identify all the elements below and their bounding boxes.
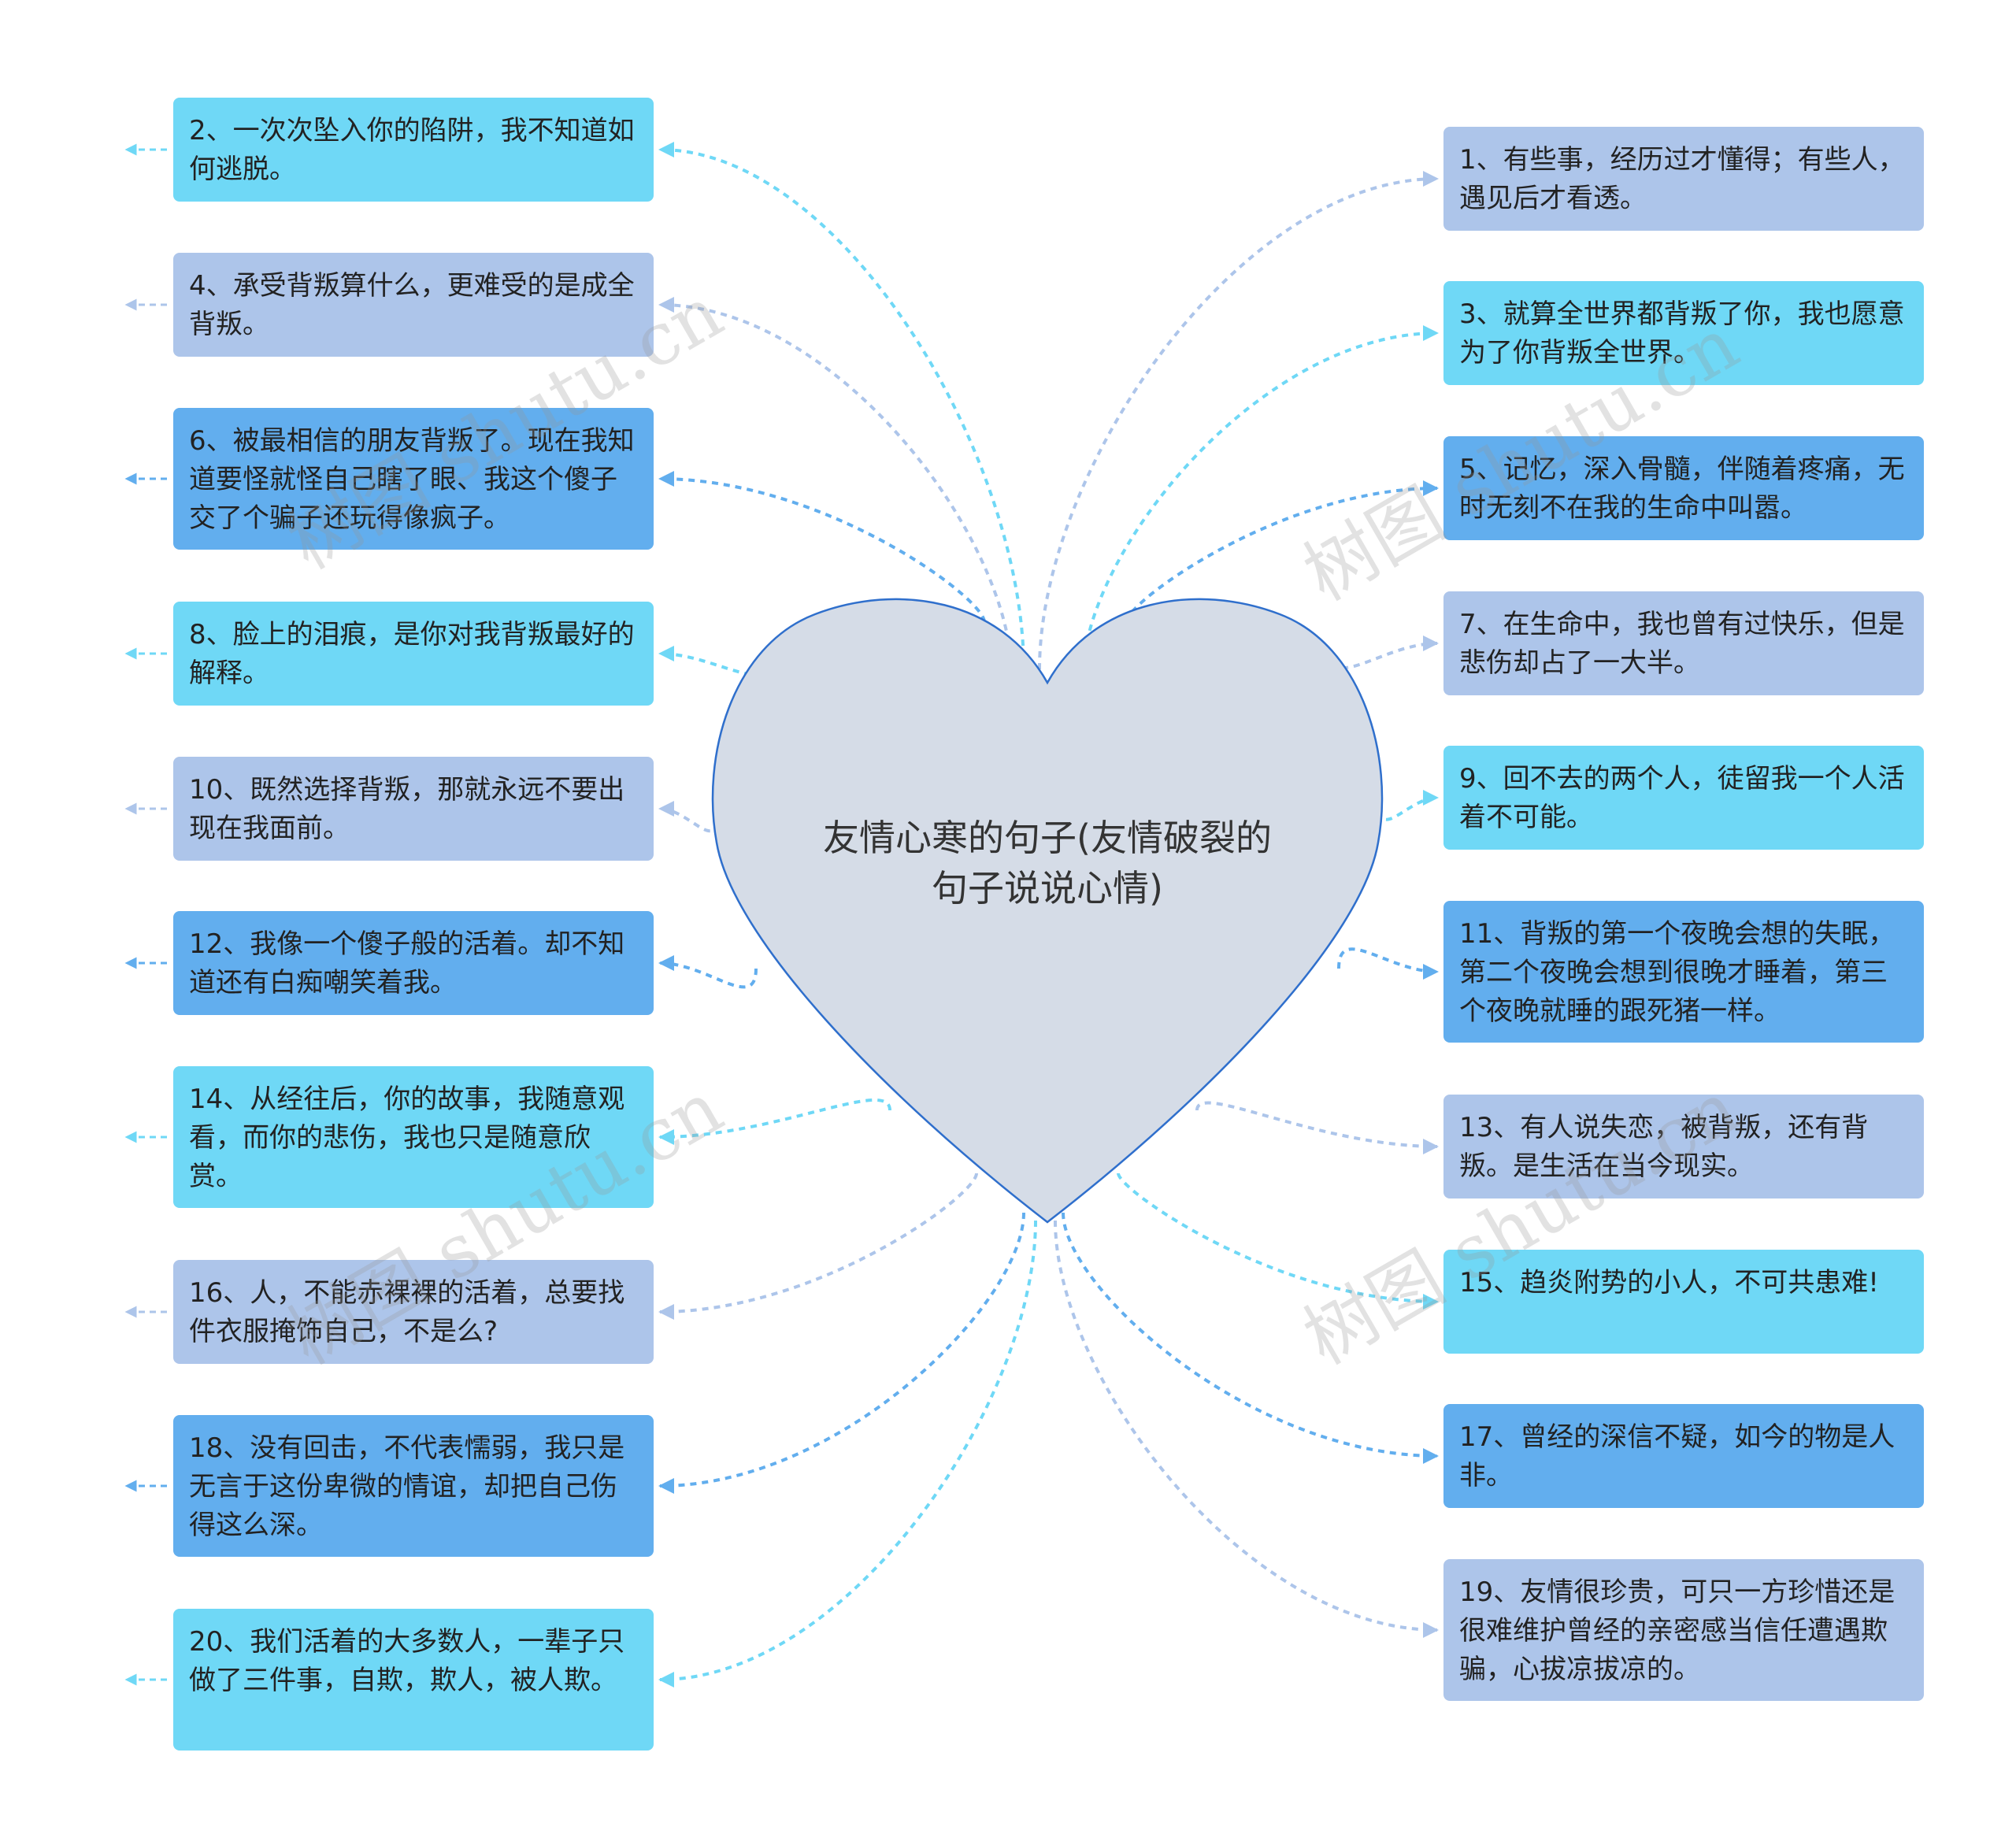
topic-node-text: 15、趋炎附势的小人，不可共患难! [1459, 1267, 1879, 1299]
topic-node-right-2[interactable]: 3、就算全世界都背叛了你，我也愿意为了你背叛全世界。 [1443, 281, 1924, 385]
topic-node-right-1[interactable]: 1、有些事，经历过才懂得；有些人，遇见后才看透。 [1443, 127, 1924, 231]
topic-node-right-5[interactable]: 9、回不去的两个人，徒留我一个人活着不可能。 [1443, 746, 1924, 850]
topic-node-right-4[interactable]: 7、在生命中，我也曾有过快乐，但是悲伤却占了一大半。 [1443, 591, 1924, 695]
topic-node-left-5[interactable]: 10、既然选择背叛，那就永远不要出现在我面前。 [173, 757, 654, 861]
topic-node-text: 16、人，不能赤裸裸的活着，总要找件衣服掩饰自己，不是么? [189, 1277, 625, 1347]
connector-right-4 [1329, 635, 1439, 669]
topic-node-right-7[interactable]: 13、有人说失恋，被背叛，还有背叛。是生活在当今现实。 [1443, 1095, 1924, 1199]
connector-left-6 [658, 955, 758, 989]
connector-left-5 [658, 801, 720, 833]
connector-right-9 [1062, 1212, 1439, 1464]
connector-lines [658, 142, 1439, 1688]
node-stub-lines [124, 143, 167, 1686]
connector-right-2 [1081, 325, 1439, 678]
topic-node-text: 4、承受背叛算什么，更难受的是成全背叛。 [189, 270, 635, 340]
topic-node-text: 14、从经往后，你的故事，我随意观看，而你的悲伤，我也只是随意欣赏。 [189, 1084, 625, 1192]
topic-node-text: 2、一次次坠入你的陷阱，我不知道如何逃脱。 [189, 115, 635, 185]
connector-right-6 [1337, 947, 1439, 980]
connector-left-8 [658, 1173, 978, 1320]
connector-left-2 [658, 297, 1014, 678]
topic-node-left-10[interactable]: 20、我们活着的大多数人，一辈子只做了三件事，自欺，欺人，被人欺。 [173, 1609, 654, 1751]
topic-node-left-6[interactable]: 12、我像一个傻子般的活着。却不知道还有白痴嘲笑着我。 [173, 911, 654, 1015]
topic-node-right-8[interactable]: 15、趋炎附势的小人，不可共患难! [1443, 1250, 1924, 1354]
central-heart-shape [711, 598, 1384, 1224]
topic-node-text: 5、记忆，深入骨髓，伴随着疼痛，无时无刻不在我的生命中叫嚣。 [1459, 454, 1905, 524]
topic-node-left-3[interactable]: 6、被最相信的朋友背叛了。现在我知道要怪就怪自己瞎了眼、我这个傻子交了个骗子还玩… [173, 408, 654, 550]
connector-left-10 [658, 1220, 1037, 1688]
central-topic-title[interactable]: 友情心寒的句子(友情破裂的句子说说心情) [823, 817, 1272, 910]
topic-node-left-8[interactable]: 16、人，不能赤裸裸的活着，总要找件衣服掩饰自己，不是么? [173, 1260, 654, 1364]
topic-node-text: 7、在生命中，我也曾有过快乐，但是悲伤却占了一大半。 [1459, 609, 1905, 679]
topic-node-left-2[interactable]: 4、承受背叛算什么，更难受的是成全背叛。 [173, 253, 654, 357]
topic-node-text: 1、有些事，经历过才懂得；有些人，遇见后才看透。 [1459, 144, 1905, 214]
connector-left-3 [658, 471, 986, 623]
topic-node-text: 10、既然选择背叛，那就永远不要出现在我面前。 [189, 774, 625, 844]
connector-right-7 [1195, 1101, 1439, 1154]
topic-node-left-1[interactable]: 2、一次次坠入你的陷阱，我不知道如何逃脱。 [173, 98, 654, 202]
topic-node-text: 19、友情很珍贵，可只一方珍惜还是很难维护曾经的亲密感当信任遭遇欺骗，心拔凉拔凉… [1459, 1576, 1896, 1685]
topic-node-text: 3、就算全世界都背叛了你，我也愿意为了你背叛全世界。 [1459, 298, 1905, 369]
topic-node-text: 13、有人说失恋，被背叛，还有背叛。是生活在当今现实。 [1459, 1112, 1869, 1182]
topic-node-text: 11、背叛的第一个夜晚会想的失眠，第二个夜晚会想到很晚才睡着，第三个夜晚就睡的跟… [1459, 918, 1896, 1027]
topic-node-left-4[interactable]: 8、脸上的泪痕，是你对我背叛最好的解释。 [173, 602, 654, 706]
connector-right-5 [1377, 790, 1439, 821]
topic-node-right-3[interactable]: 5、记忆，深入骨髓，伴随着疼痛，无时无刻不在我的生命中叫嚣。 [1443, 436, 1924, 540]
topic-node-text: 6、被最相信的朋友背叛了。现在我知道要怪就怪自己瞎了眼、我这个傻子交了个骗子还玩… [189, 425, 635, 534]
topic-node-text: 12、我像一个傻子般的活着。却不知道还有白痴嘲笑着我。 [189, 928, 625, 998]
topic-node-text: 20、我们活着的大多数人，一辈子只做了三件事，自欺，欺人，被人欺。 [189, 1626, 625, 1696]
connector-left-7 [658, 1098, 891, 1145]
connector-left-9 [658, 1212, 1025, 1494]
topic-node-text: 18、没有回击，不代表懦弱，我只是无言于这份卑微的情谊，却把自己伤得这么深。 [189, 1432, 625, 1541]
connector-right-1 [1038, 171, 1439, 670]
topic-node-left-9[interactable]: 18、没有回击，不代表懦弱，我只是无言于这份卑微的情谊，却把自己伤得这么深。 [173, 1415, 654, 1557]
topic-node-right-10[interactable]: 19、友情很珍贵，可只一方珍惜还是很难维护曾经的亲密感当信任遭遇欺骗，心拔凉拔凉… [1443, 1559, 1924, 1701]
topic-node-left-7[interactable]: 14、从经往后，你的故事，我随意观看，而你的悲伤，我也只是随意欣赏。 [173, 1066, 654, 1208]
connector-left-1 [658, 142, 1025, 670]
topic-node-text: 8、脸上的泪痕，是你对我背叛最好的解释。 [189, 619, 635, 689]
topic-node-right-9[interactable]: 17、曾经的深信不疑，如今的物是人非。 [1443, 1404, 1924, 1508]
topic-node-text: 17、曾经的深信不疑，如今的物是人非。 [1459, 1421, 1896, 1491]
connector-right-10 [1054, 1220, 1439, 1638]
topic-node-text: 9、回不去的两个人，徒留我一个人活着不可能。 [1459, 763, 1905, 833]
connector-right-8 [1117, 1173, 1439, 1310]
topic-node-right-6[interactable]: 11、背叛的第一个夜晚会想的失眠，第二个夜晚会想到很晚才睡着，第三个夜晚就睡的跟… [1443, 901, 1924, 1043]
